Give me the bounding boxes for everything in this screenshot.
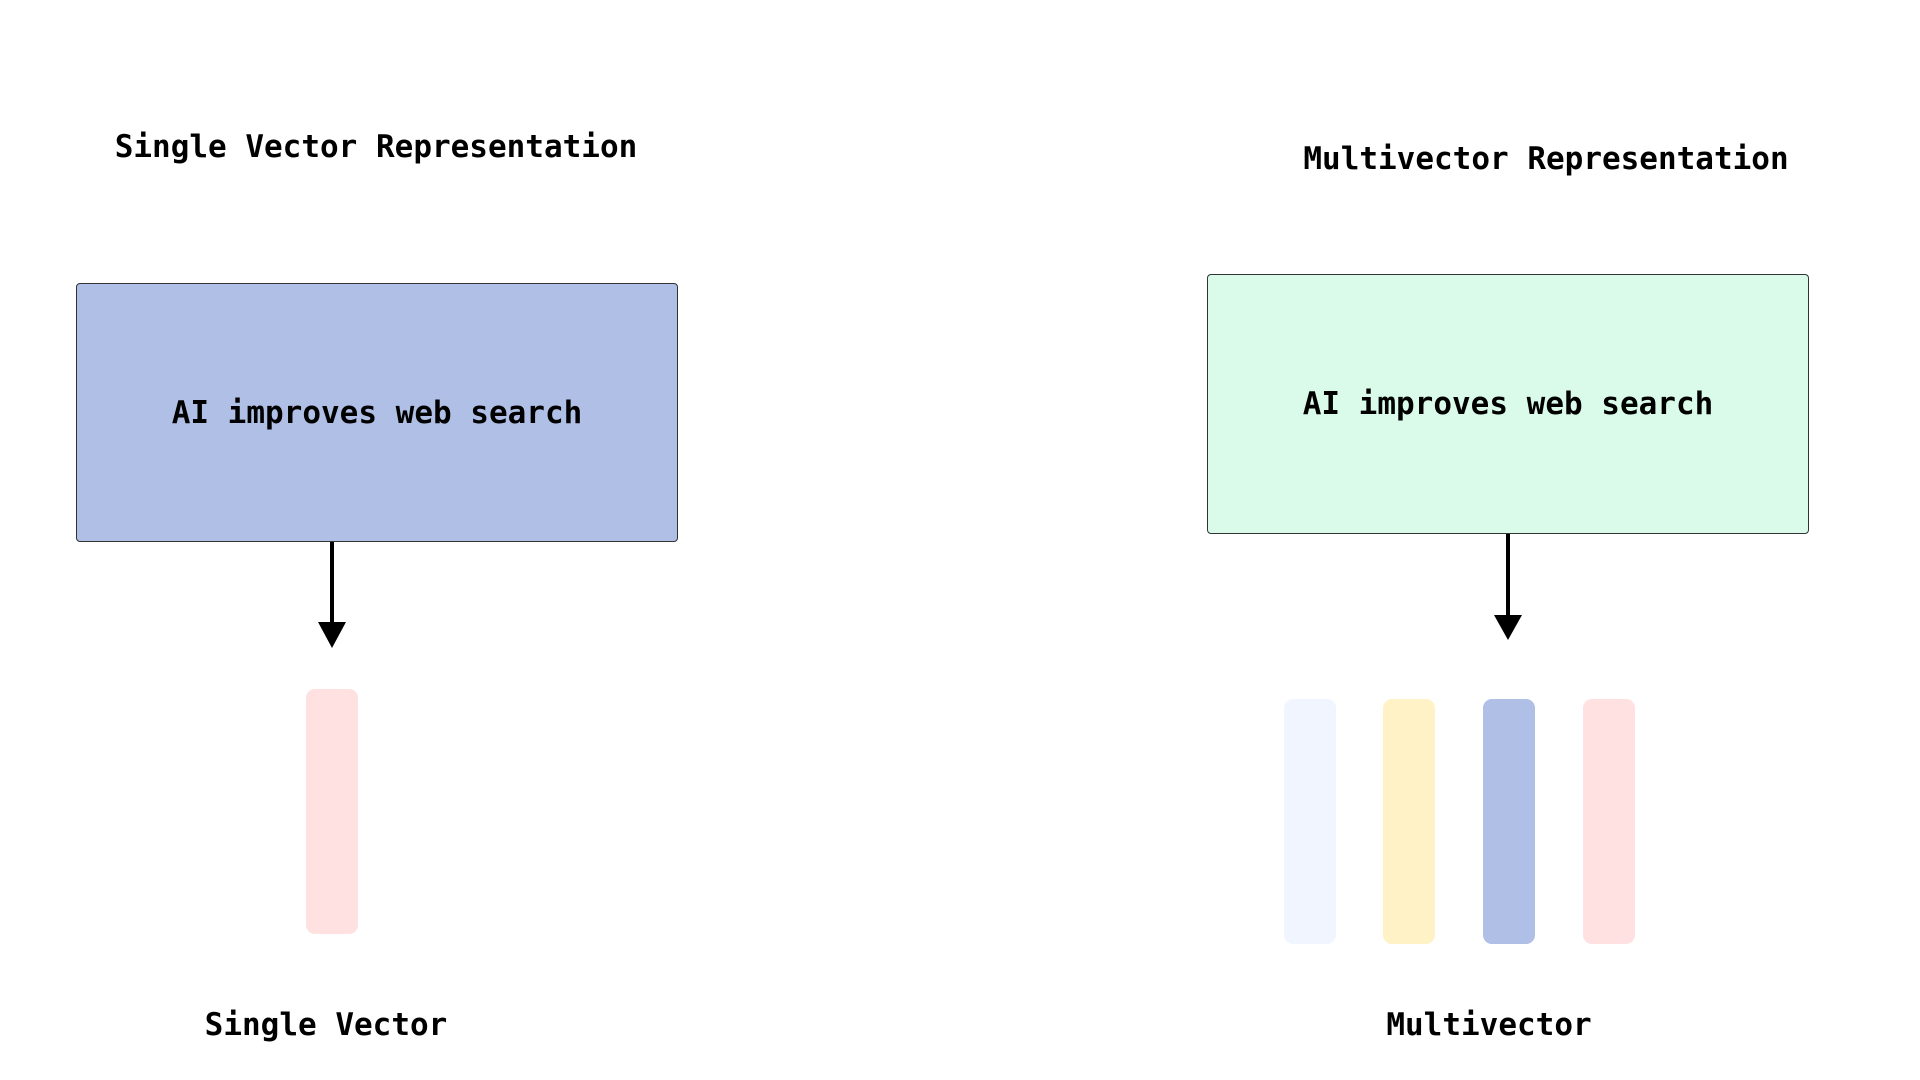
multivector-input-box: AI improves web search [1207,274,1809,534]
single-vector-arrow [318,542,346,648]
single-vector-label: Single Vector [204,1007,448,1043]
input-text: AI improves web search [1302,386,1714,422]
multivector-label: Multivector [1386,1007,1592,1043]
multivector-title: Multivector Representation [1303,141,1789,177]
multivector-bar [1583,699,1635,944]
multivector-bar [1284,699,1336,944]
single-vector-bar [306,689,358,934]
multivector-bar [1383,699,1435,944]
input-text: AI improves web search [171,394,583,431]
multivector-arrow [1494,534,1522,640]
single-vector-title: Single Vector Representation [114,129,638,165]
multivector-bar [1483,699,1535,944]
single-vector-input-box: AI improves web search [76,283,678,542]
